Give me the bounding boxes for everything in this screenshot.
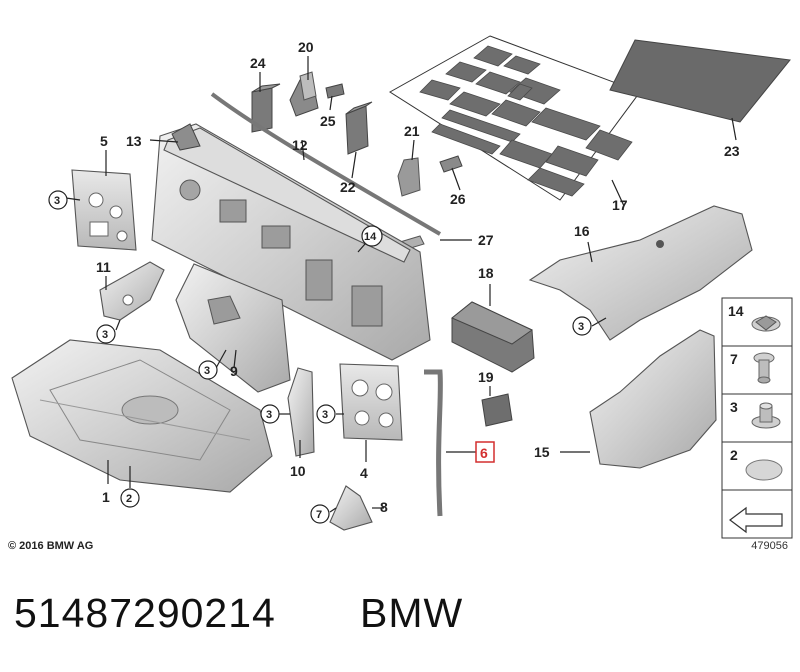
svg-text:3: 3 [204,365,210,377]
svg-text:14: 14 [364,231,377,243]
damper-block-19 [481,393,513,427]
push-nut-icon [751,402,781,429]
svg-text:3: 3 [54,195,60,207]
callout-8: 8 [380,499,388,515]
callout-6[interactable]: 6 [480,445,488,461]
callout-18: 18 [478,265,494,281]
bracket-part-11 [99,261,165,321]
svg-text:3: 3 [266,409,272,421]
callout-26: 26 [450,191,466,207]
copyright-notice: © 2016 BMW AG [8,540,94,552]
tunnel-insulation-15 [589,329,717,469]
fastener-legend: 14 7 3 2 [721,297,793,539]
callout-1: 1 [102,489,110,505]
circled-callout-3e: 3 [316,404,336,424]
clip-icon [751,315,781,332]
damper-pad-26 [439,155,463,173]
legend-label-2: 2 [730,447,738,463]
callout-15: 15 [534,444,550,460]
support-block-20 [289,71,319,117]
circled-callout-7: 7 [310,504,330,524]
callout-24: 24 [250,55,266,71]
brand-name: BMW [360,590,464,636]
callout-16: 16 [574,223,590,239]
svg-text:3: 3 [578,321,584,333]
callout-20: 20 [298,39,314,55]
circled-callout-3b: 3 [96,324,116,344]
damper-pad-25 [325,83,345,99]
insulation-part-9 [175,263,291,393]
legend-label-3: 3 [730,399,738,415]
callout-17: 17 [612,197,628,213]
legend-label-14: 14 [728,303,744,319]
callout-21: 21 [404,123,420,139]
sound-insulation-mat [609,39,791,123]
plug-icon [745,459,783,481]
callout-5: 5 [100,133,108,149]
callout-labels: 24 20 25 13 12 21 22 26 27 5 11 9 1 10 4… [48,39,740,524]
damper-pad-22 [345,101,373,155]
insulation-mat-set [389,35,641,201]
tunnel-insulation-16 [528,205,753,341]
circled-callout-2: 2 [120,488,140,508]
bulkhead-panel [151,123,431,361]
insulation-block-18 [451,301,535,373]
expanding-rivet-icon [753,352,775,384]
circled-callout-3f: 3 [572,316,592,336]
callout-23: 23 [724,143,740,159]
highlight-box [475,441,495,463]
svg-text:2: 2 [126,493,132,505]
floor-insulation-panel-1 [11,339,273,493]
damper-pad-24 [251,83,281,133]
insulation-plate-5 [71,169,137,251]
insulation-part-8 [329,485,373,531]
callout-27: 27 [478,232,494,248]
callout-25: 25 [320,113,336,129]
diagram-reference-code: 479056 [751,540,788,552]
callout-12: 12 [292,137,308,153]
legend-label-7: 7 [730,351,738,367]
insulation-part-10 [287,367,315,457]
support-block-21 [397,157,421,197]
circled-callout-14: 14 [361,225,383,247]
svg-text:7: 7 [316,509,322,521]
insulation-plate-4 [339,363,403,441]
arrow-icon [729,506,783,534]
callout-22: 22 [340,179,356,195]
seal-part-6 [424,369,443,517]
callout-4: 4 [360,465,368,481]
callout-10: 10 [290,463,306,479]
svg-text:3: 3 [322,409,328,421]
callout-9: 9 [230,363,238,379]
callout-19: 19 [478,369,494,385]
svg-text:3: 3 [102,329,108,341]
callout-13: 13 [126,133,142,149]
circled-callout-3a: 3 [48,190,68,210]
part-number: 51487290214 [14,590,276,636]
circled-callout-3d: 3 [260,404,280,424]
circled-callout-3c: 3 [198,360,218,380]
callout-11: 11 [96,259,111,275]
